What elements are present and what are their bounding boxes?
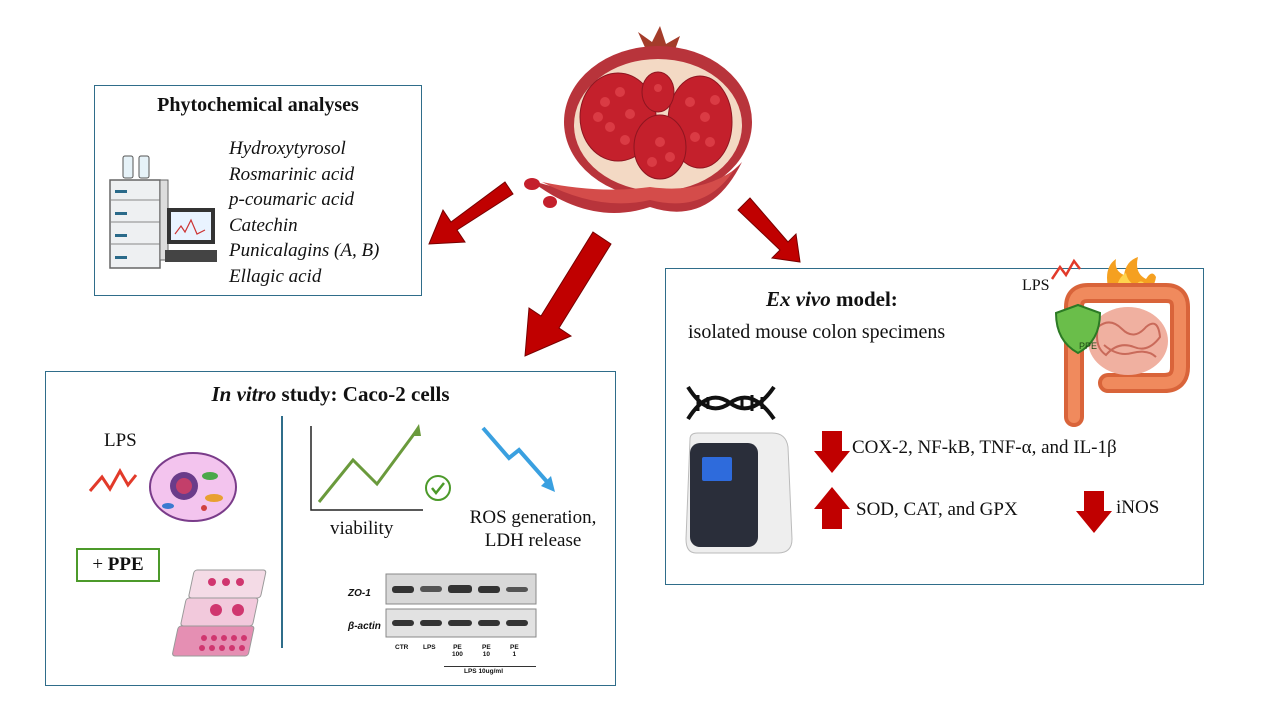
western-blot: ZO-1 β-actin CTR LPS PE 100 PE 10 — [344, 572, 544, 676]
ros-decrease-trend-icon — [481, 426, 555, 492]
up-markers: SOD, CAT, and GPX — [856, 499, 1018, 520]
viability-trend-chart — [310, 424, 423, 511]
ppe-plus: + — [92, 554, 108, 575]
lane-3: PE 100 — [452, 644, 463, 658]
qpcr-machine-icon — [685, 432, 793, 554]
invitro-title: In vitro study: Caco-2 cells — [46, 382, 615, 407]
lane-2: LPS — [423, 644, 436, 651]
invitro-divider — [281, 416, 283, 648]
down-arrow-icon-1 — [814, 431, 850, 473]
up-arrow-icon — [814, 487, 850, 529]
ppe-label: PPE — [107, 554, 144, 575]
compound-1: Hydroxytyrosol — [229, 138, 346, 159]
blot-row2-label: β-actin — [348, 621, 381, 632]
culture-plates-illustration — [172, 569, 267, 657]
colon-illustration — [1054, 257, 1190, 427]
ros-line1: ROS generation, — [469, 507, 597, 528]
inos-label: iNOS — [1116, 497, 1160, 518]
dna-icon — [686, 385, 776, 421]
ros-label: ROS generation, LDH release — [448, 506, 618, 552]
ros-line2: LDH release — [484, 530, 582, 551]
compound-2: Rosmarinic acid — [229, 163, 355, 185]
blot-footer-rule — [444, 666, 536, 667]
invitro-title-italic: In vitro — [211, 382, 277, 406]
exvivo-title-italic: Ex vivo — [766, 287, 831, 311]
pomegranate-illustration — [524, 26, 752, 213]
blot-bands — [385, 573, 537, 638]
compound-4: Catechin — [229, 214, 298, 236]
exvivo-title: Ex vivo model: — [766, 287, 898, 312]
viability-label: viability — [330, 518, 394, 539]
lane-5: PE 1 — [510, 644, 519, 658]
arrow-to-invitro — [524, 231, 612, 357]
blot-row1-label: ZO-1 — [348, 588, 371, 599]
exvivo-panel: Ex vivo model: isolated mouse colon spec… — [665, 257, 1204, 585]
arrow-to-exvivo — [737, 197, 801, 263]
invitro-title-rest: study: Caco-2 cells — [276, 382, 450, 406]
lightning-icon — [88, 467, 138, 492]
exvivo-subtitle: isolated mouse colon specimens — [688, 321, 946, 343]
phyto-title: Phytochemical analyses — [157, 94, 359, 116]
arrow-to-phyto — [428, 181, 514, 245]
compound-3: p-coumaric acid — [229, 189, 355, 210]
compound-6: Ellagic acid — [229, 265, 322, 287]
exvivo-title-rest: model: — [830, 287, 898, 311]
phytochemical-panel: Phytochemical analyses Hydroxytyrosol Ro… — [94, 85, 422, 296]
check-circle-icon — [425, 475, 451, 501]
ppe-treatment-box: + PPE — [76, 548, 160, 582]
lane-1: CTR — [395, 644, 409, 651]
lane-4: PE 10 — [482, 644, 491, 658]
cell-illustration — [149, 452, 237, 522]
ppe-shield-label: PPE — [1078, 341, 1097, 351]
blot-footer: LPS 10ug/ml — [464, 668, 504, 675]
hplc-instrument-icon — [109, 155, 217, 269]
compound-5: Punicalagins (A, B) — [229, 240, 380, 261]
invitro-lps-label: LPS — [104, 430, 137, 451]
exvivo-lightning-icon — [1050, 258, 1081, 280]
invitro-panel: In vitro study: Caco-2 cells LPS + PPE — [45, 371, 616, 686]
down-arrow-icon-2 — [1076, 491, 1112, 533]
down-markers: COX-2, NF-kB, TNF-α, and IL-1β — [852, 437, 1117, 458]
exvivo-lps-label: LPS — [1022, 277, 1050, 294]
